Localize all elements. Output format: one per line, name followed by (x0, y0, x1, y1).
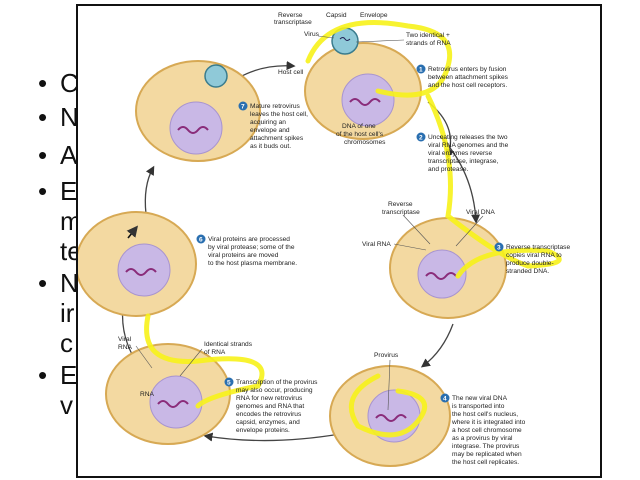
bullet-continuation: v (60, 390, 73, 420)
highlight-left (144, 313, 265, 409)
leader-lines (135, 35, 484, 411)
label-reverse-transcriptase-mid: Reverse (388, 201, 413, 208)
step-badges: 1 2 3 4 5 6 7 (196, 64, 504, 403)
bullet-continuation: ir (60, 298, 75, 328)
label-host-cell: Host cell (278, 69, 304, 76)
bullet-item: •E (38, 176, 78, 206)
bullet-continuation: c (60, 328, 73, 358)
label-virus: Virus (304, 31, 320, 38)
retrovirus-cycle-svg: 1 2 3 4 5 6 7 Retrovirus enters by fusio… (78, 12, 572, 467)
step-7-text: Mature retrovirus leaves the host cell, … (250, 103, 310, 150)
label-dna-of-host-2: of the host cell's (336, 131, 384, 138)
label-provirus: Provirus (374, 352, 399, 359)
label-viral: Viral (118, 336, 132, 343)
bullet-item: •N (38, 102, 79, 132)
label-dna-of-host-3: chromosomes (344, 139, 386, 146)
highlight-right (425, 93, 562, 279)
label-rna-cell: RNA (140, 391, 155, 398)
arrow-6-7 (144, 165, 155, 215)
retrovirus-diagram-figure: 1 2 3 4 5 6 7 Retrovirus enters by fusio… (76, 4, 602, 478)
highlight-bottom (348, 373, 428, 438)
cell-step-5 (105, 343, 231, 445)
budding-virus (204, 64, 228, 88)
cell-step-7 (135, 60, 261, 162)
cell-step-3 (389, 217, 507, 319)
label-viral-dna: Viral DNA (466, 209, 495, 216)
bullet-item: •A (38, 140, 78, 170)
step-badge-5: 5 (227, 380, 231, 387)
label-envelope: Envelope (360, 12, 388, 19)
label-strands-of-rna: strands of RNA (406, 40, 451, 47)
label-rna: RNA (118, 344, 133, 351)
step-2-text: Uncoating releases the two viral RNA gen… (428, 134, 510, 173)
highlighter-marks (144, 20, 562, 438)
cell-step-4 (329, 365, 451, 467)
label-dna-of-host-1: DNA of one (342, 123, 376, 130)
step-badge-7: 7 (241, 104, 245, 111)
highlight-top (305, 20, 452, 98)
step-5-text: Transcription of the provirus may also o… (236, 379, 319, 434)
cell-step-6 (78, 211, 197, 317)
cell-step-1 (304, 27, 422, 140)
arrow-4-5 (203, 432, 341, 442)
label-reverse-transcriptase-top-2: transcriptase (274, 19, 312, 26)
label-identical-strands-1: Identical strands (204, 341, 253, 348)
label-reverse-transcriptase-top: Reverse (278, 12, 303, 19)
arrow-3-4 (420, 323, 454, 368)
step-badge-2: 2 (419, 135, 423, 142)
step-badge-1: 1 (419, 67, 423, 74)
label-identical-strands-2: of RNA (204, 349, 226, 356)
step-badge-3: 3 (497, 245, 501, 252)
step-6-text: Viral proteins are processed by viral pr… (208, 236, 297, 267)
label-reverse-transcriptase-mid-2: transcriptase (382, 209, 420, 216)
label-two-identical: Two identical + (406, 32, 450, 39)
step-descriptions: Retrovirus enters by fusion between atta… (208, 66, 572, 466)
step-badge-4: 4 (443, 396, 447, 403)
step-4-text: The new viral DNA is transported into th… (451, 395, 527, 466)
step-1-text: Retrovirus enters by fusion between atta… (428, 66, 510, 89)
bullet-item: •E (38, 360, 78, 390)
label-viral-rna: Viral RNA (362, 241, 391, 248)
step-3-text: Reverse transcriptase copies viral RNA t… (506, 244, 572, 275)
bullet-item: •N (38, 268, 79, 298)
step-badge-6: 6 (199, 237, 203, 244)
callout-labels: Reverse transcriptase Capsid Envelope Vi… (118, 12, 495, 398)
label-capsid: Capsid (326, 12, 347, 19)
bullet-item: •C (38, 68, 79, 98)
